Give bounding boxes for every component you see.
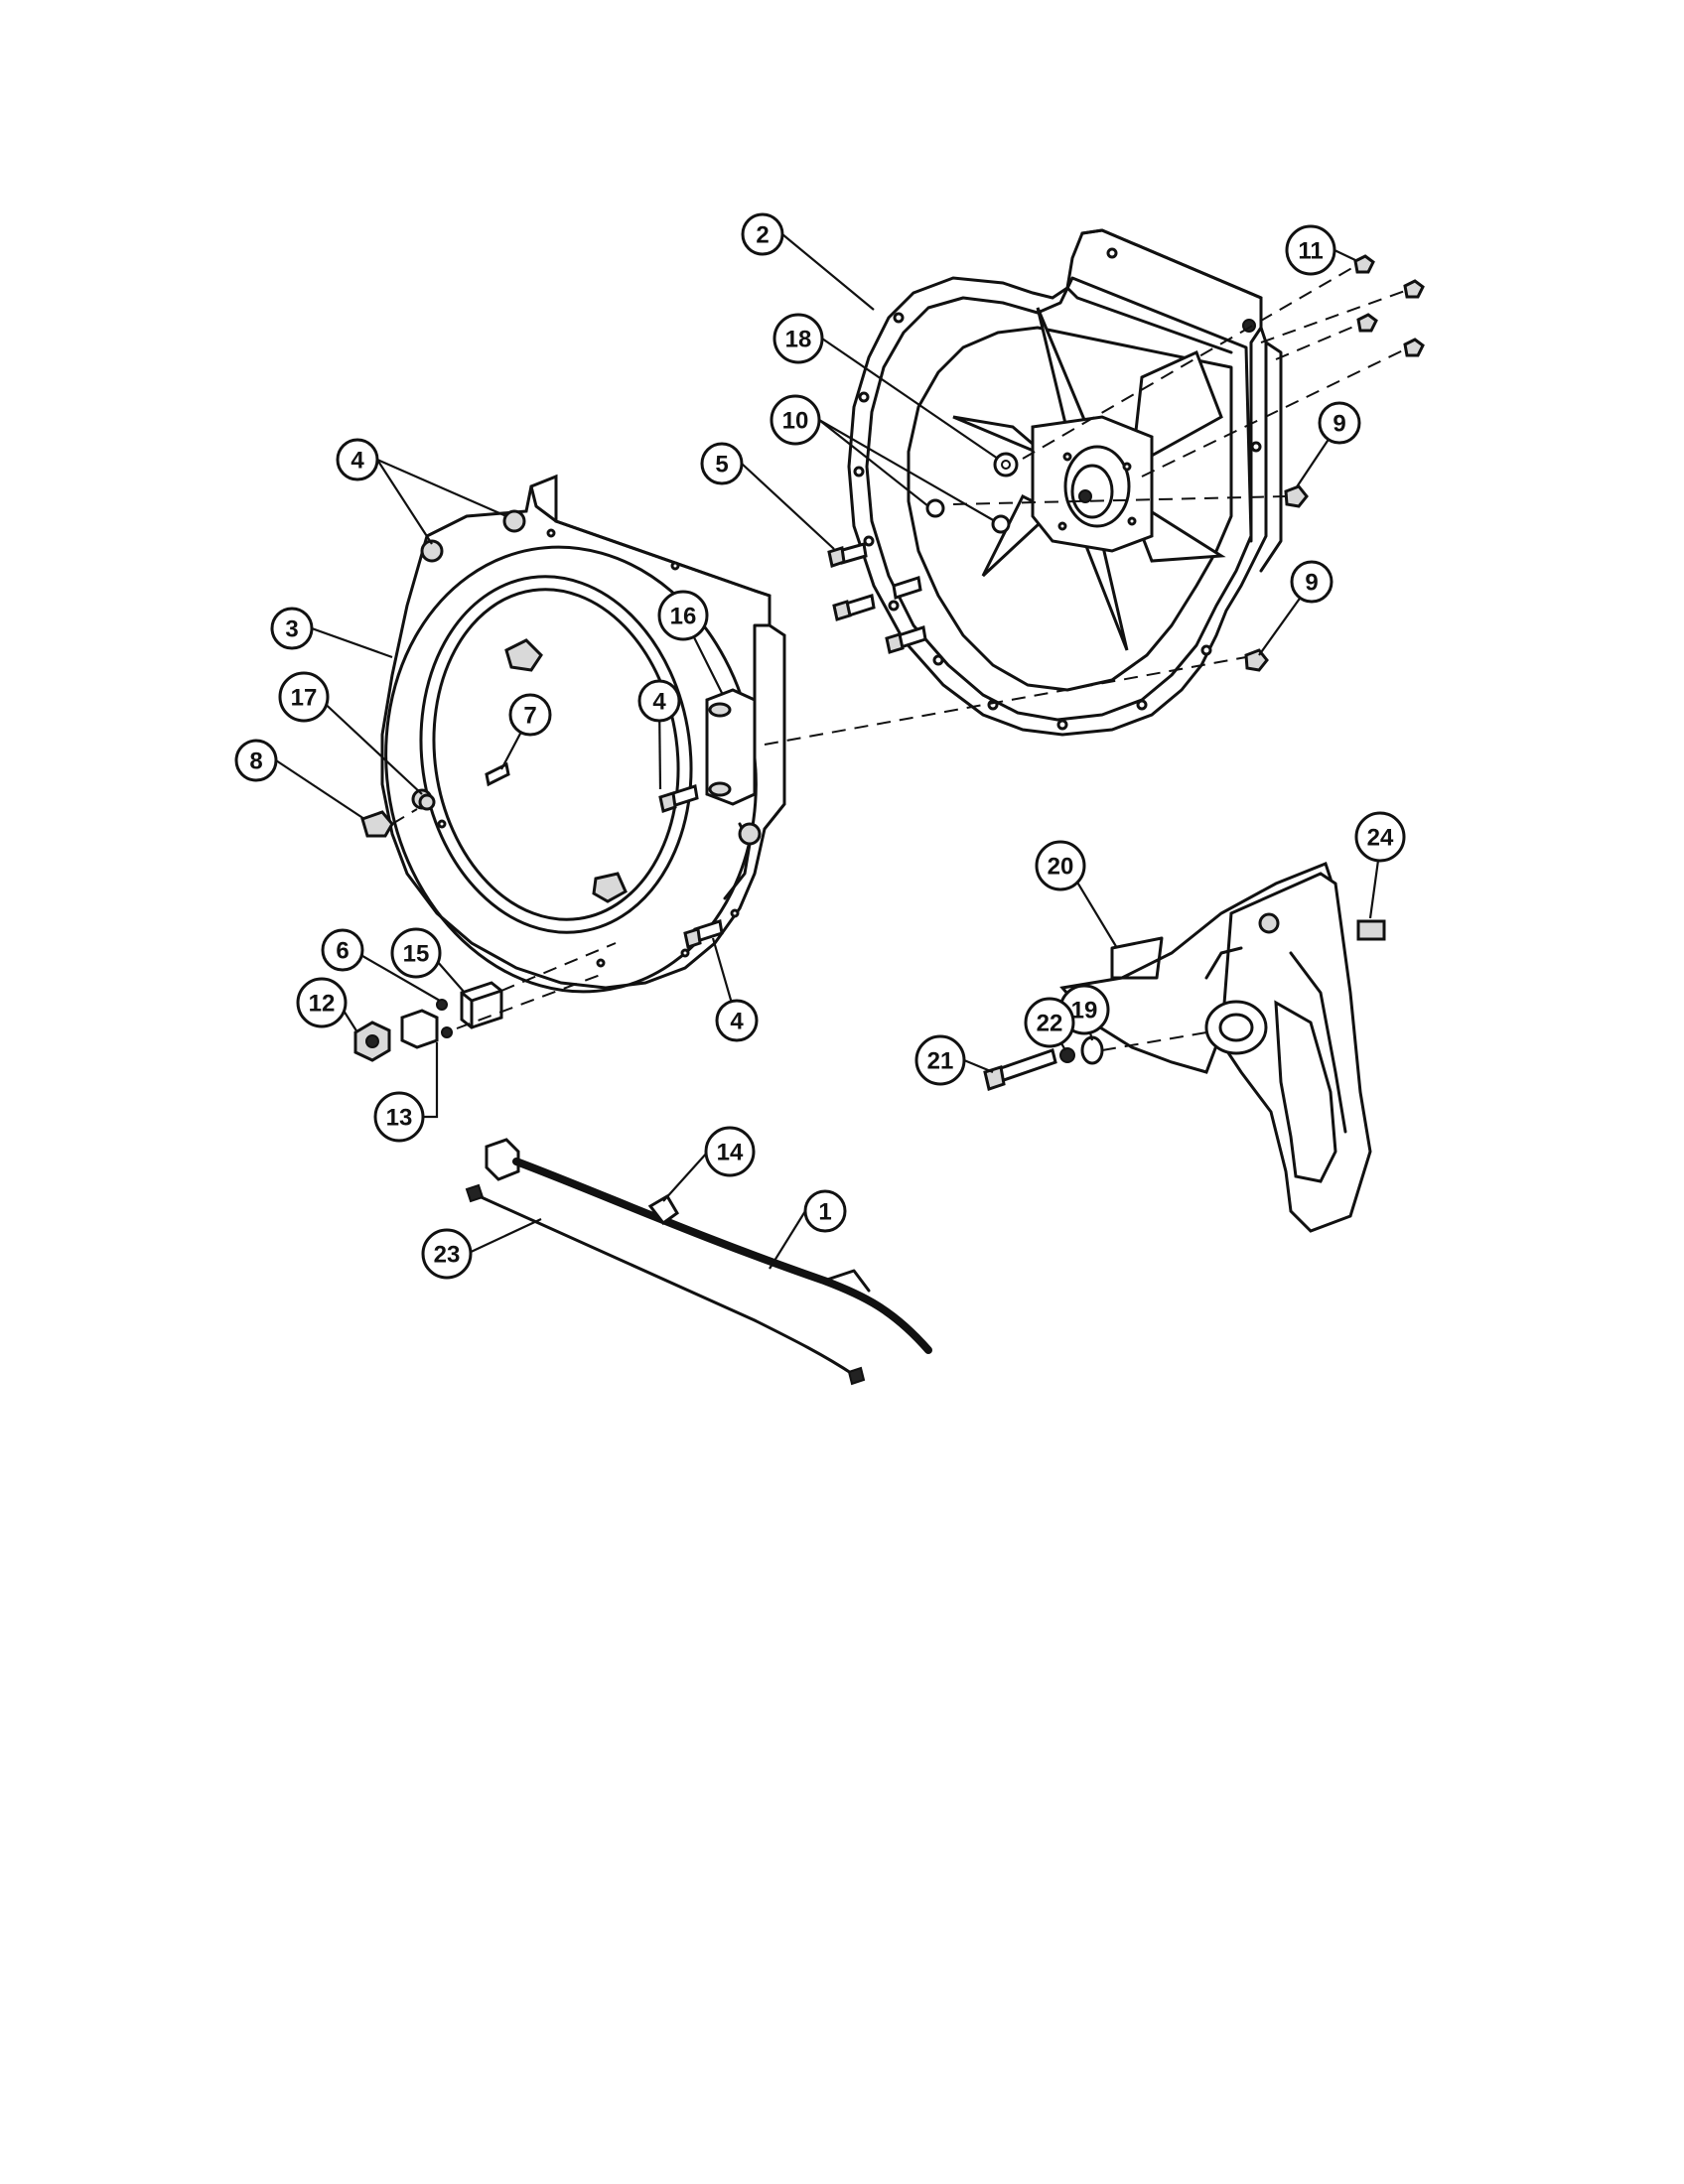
svg-text:7: 7 — [523, 703, 536, 730]
chute-deflector — [1059, 862, 1372, 1233]
rear-housing — [847, 228, 1283, 737]
svg-text:10: 10 — [782, 408, 809, 435]
svg-text:14: 14 — [717, 1140, 744, 1166]
callout-7: 7 — [508, 693, 552, 737]
callout-4-bottom: 4 — [715, 999, 759, 1042]
callout-18: 18 — [772, 313, 824, 364]
callout-20: 20 — [1035, 840, 1086, 891]
svg-text:3: 3 — [285, 616, 298, 643]
callout-6: 6 — [321, 928, 364, 972]
callout-3: 3 — [270, 607, 314, 650]
svg-text:4: 4 — [652, 689, 666, 716]
callout-24: 24 — [1354, 811, 1406, 863]
svg-text:2: 2 — [756, 222, 769, 249]
svg-text:11: 11 — [1298, 238, 1323, 265]
callout-11: 11 — [1285, 224, 1336, 276]
svg-text:20: 20 — [1048, 854, 1074, 881]
svg-text:13: 13 — [386, 1105, 413, 1132]
callout-5: 5 — [700, 442, 744, 485]
svg-text:17: 17 — [291, 685, 318, 712]
callout-14: 14 — [704, 1126, 756, 1177]
svg-text:4: 4 — [730, 1009, 744, 1035]
svg-text:8: 8 — [249, 749, 262, 775]
svg-text:21: 21 — [927, 1048, 954, 1075]
svg-text:22: 22 — [1037, 1011, 1063, 1037]
assembly-lines — [391, 265, 1406, 1051]
svg-text:16: 16 — [670, 604, 697, 630]
callout-21: 21 — [914, 1034, 966, 1086]
callout-16: 16 — [657, 590, 709, 641]
callout-9-upper: 9 — [1318, 401, 1361, 445]
svg-text:1: 1 — [818, 1199, 831, 1226]
key-part — [1356, 919, 1386, 941]
svg-text:6: 6 — [336, 938, 349, 965]
svg-text:15: 15 — [403, 941, 430, 968]
callout-12: 12 — [296, 977, 348, 1028]
svg-text:19: 19 — [1071, 998, 1098, 1024]
wire-harness — [465, 1138, 932, 1386]
callout-4-middle: 4 — [637, 679, 681, 723]
callout-15: 15 — [390, 927, 442, 979]
callout-17: 17 — [278, 671, 330, 723]
callout-1: 1 — [803, 1189, 847, 1233]
callout-19: 19 — [1058, 984, 1110, 1035]
callout-4-top: 4 — [336, 438, 379, 481]
svg-text:5: 5 — [715, 452, 728, 478]
callout-9-lower: 9 — [1290, 560, 1333, 604]
svg-text:9: 9 — [1305, 570, 1318, 597]
callout-13: 13 — [373, 1091, 425, 1143]
svg-text:18: 18 — [785, 327, 812, 353]
svg-text:12: 12 — [309, 991, 336, 1018]
callout-8: 8 — [234, 739, 278, 782]
svg-text:24: 24 — [1367, 825, 1394, 852]
callout-22: 22 — [1024, 997, 1075, 1048]
hardware — [353, 254, 1425, 1091]
svg-text:4: 4 — [351, 448, 364, 475]
callout-10: 10 — [770, 394, 821, 446]
callout-23: 23 — [421, 1228, 473, 1280]
svg-text:9: 9 — [1333, 411, 1345, 438]
callout-2: 2 — [741, 212, 784, 256]
svg-text:23: 23 — [434, 1242, 461, 1269]
